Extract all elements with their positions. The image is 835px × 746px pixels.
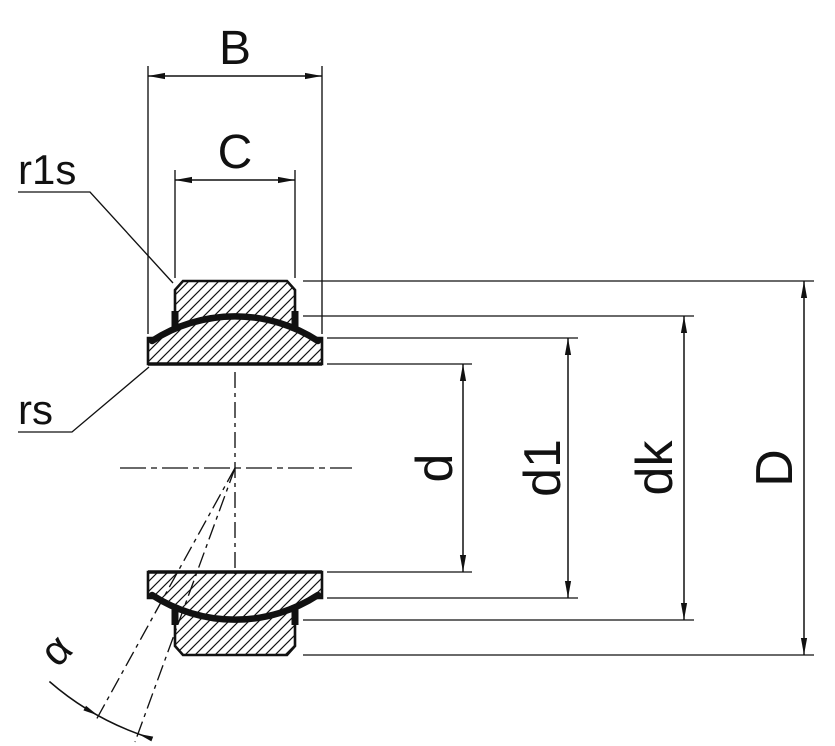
tilt-line-1	[134, 467, 236, 743]
rs-leader-line	[18, 366, 150, 433]
dk-arrow-top	[680, 316, 688, 333]
angle-arc	[48, 680, 148, 738]
c-label: C	[218, 126, 253, 179]
d-arrow-bottom	[459, 555, 467, 572]
leader-r1s: r1s	[18, 146, 174, 284]
angle-label: α	[31, 625, 81, 675]
d1-arrow-top	[564, 338, 572, 355]
c-arrow-right	[278, 176, 295, 184]
d-label: d	[406, 454, 464, 483]
D-arrow-top	[800, 281, 808, 298]
d1-arrow-bottom	[564, 581, 572, 598]
rs-label: rs	[18, 386, 53, 433]
r1s-label: r1s	[18, 146, 76, 193]
dimension-C: C	[174, 126, 296, 278]
r1s-leader-line	[18, 191, 174, 284]
b-arrow-left	[148, 72, 165, 80]
bearing-cross-section	[146, 279, 324, 657]
dimension-dk: dk	[303, 315, 694, 621]
D-label: D	[746, 449, 804, 487]
b-label: B	[219, 22, 251, 75]
dk-arrow-bottom	[680, 603, 688, 620]
d-arrow-top	[459, 364, 467, 381]
b-arrow-right	[305, 72, 322, 80]
dimension-d1: d1	[327, 337, 578, 599]
c-arrow-left	[175, 176, 192, 184]
d1-label: d1	[514, 439, 572, 497]
centerlines	[120, 372, 352, 574]
leader-rs: rs	[18, 366, 150, 433]
dimension-D: D	[303, 280, 814, 656]
dk-label: dk	[626, 440, 684, 496]
D-arrow-bottom	[800, 638, 808, 655]
angle-arrow-1	[138, 733, 154, 742]
angle-arrow-2	[83, 705, 98, 716]
dimension-B: B	[147, 22, 323, 334]
dimension-d: d	[327, 363, 472, 573]
tilt-line-2	[94, 467, 236, 723]
